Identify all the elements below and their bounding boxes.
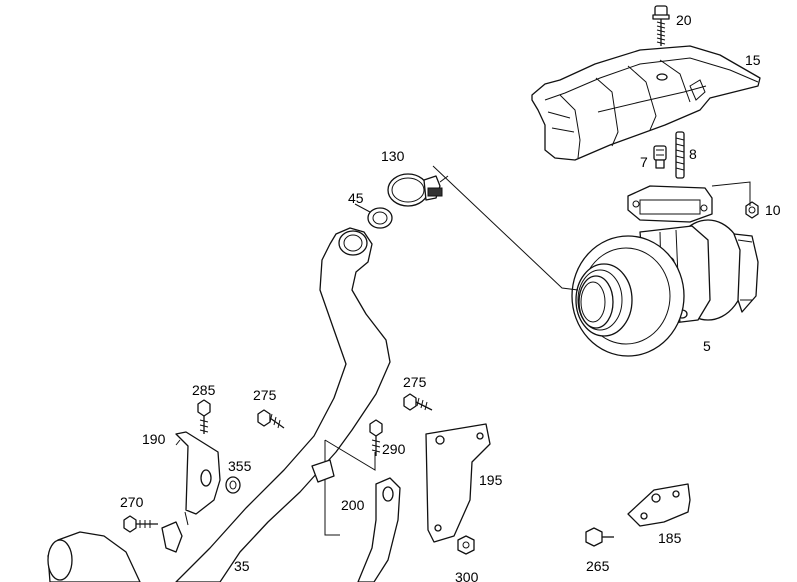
- hose-clamp-130[interactable]: [387, 173, 443, 207]
- nut-10[interactable]: [745, 201, 759, 219]
- bolt-20[interactable]: [652, 5, 670, 46]
- callout-35: 35: [234, 558, 250, 574]
- bracket-200[interactable]: [357, 477, 401, 582]
- callout-300: 300: [455, 569, 479, 582]
- callout-130: 130: [381, 148, 405, 164]
- callout-10: 10: [765, 202, 781, 218]
- callout-190: 190: [142, 431, 166, 447]
- callout-20: 20: [676, 12, 692, 28]
- callout-275-left: 275: [253, 387, 277, 403]
- washer-355[interactable]: [225, 476, 241, 494]
- pipe-clip[interactable]: [311, 459, 335, 483]
- bolt-275-left[interactable]: [257, 409, 285, 429]
- pipe-clamp-lower[interactable]: [161, 521, 183, 553]
- stud-8[interactable]: [675, 131, 685, 179]
- callout-15: 15: [745, 52, 761, 68]
- bolt-285[interactable]: [197, 399, 211, 434]
- bolt-265[interactable]: [585, 527, 614, 547]
- callout-labels: 20 15 130 7 8 45 10 5 285 275 275 190 35…: [120, 12, 781, 582]
- callout-7: 7: [640, 154, 648, 170]
- seal-ring-45[interactable]: [367, 207, 393, 229]
- callout-355: 355: [228, 458, 252, 474]
- callout-275-right: 275: [403, 374, 427, 390]
- bolt-270[interactable]: [123, 515, 158, 533]
- bracket-190[interactable]: [175, 431, 221, 515]
- turbocharger-5[interactable]: [571, 185, 759, 357]
- callout-285: 285: [192, 382, 216, 398]
- bolt-275-right[interactable]: [403, 393, 433, 411]
- callout-265: 265: [586, 558, 610, 574]
- callout-5: 5: [703, 338, 711, 354]
- callout-8: 8: [689, 146, 697, 162]
- bracket-195[interactable]: [425, 423, 491, 543]
- callout-45: 45: [348, 190, 364, 206]
- callout-200: 200: [341, 497, 365, 513]
- nut-300[interactable]: [457, 535, 475, 555]
- charge-air-pipe-35[interactable]: [175, 227, 391, 582]
- heat-shield-15[interactable]: [531, 45, 761, 161]
- bracket-185[interactable]: [627, 483, 691, 527]
- bolt-290[interactable]: [369, 419, 383, 456]
- nut-7[interactable]: [653, 145, 667, 169]
- callout-290: 290: [382, 441, 406, 457]
- callout-270: 270: [120, 494, 144, 510]
- callout-185: 185: [658, 530, 682, 546]
- callout-195: 195: [479, 472, 503, 488]
- hose-lower-left[interactable]: [47, 531, 141, 582]
